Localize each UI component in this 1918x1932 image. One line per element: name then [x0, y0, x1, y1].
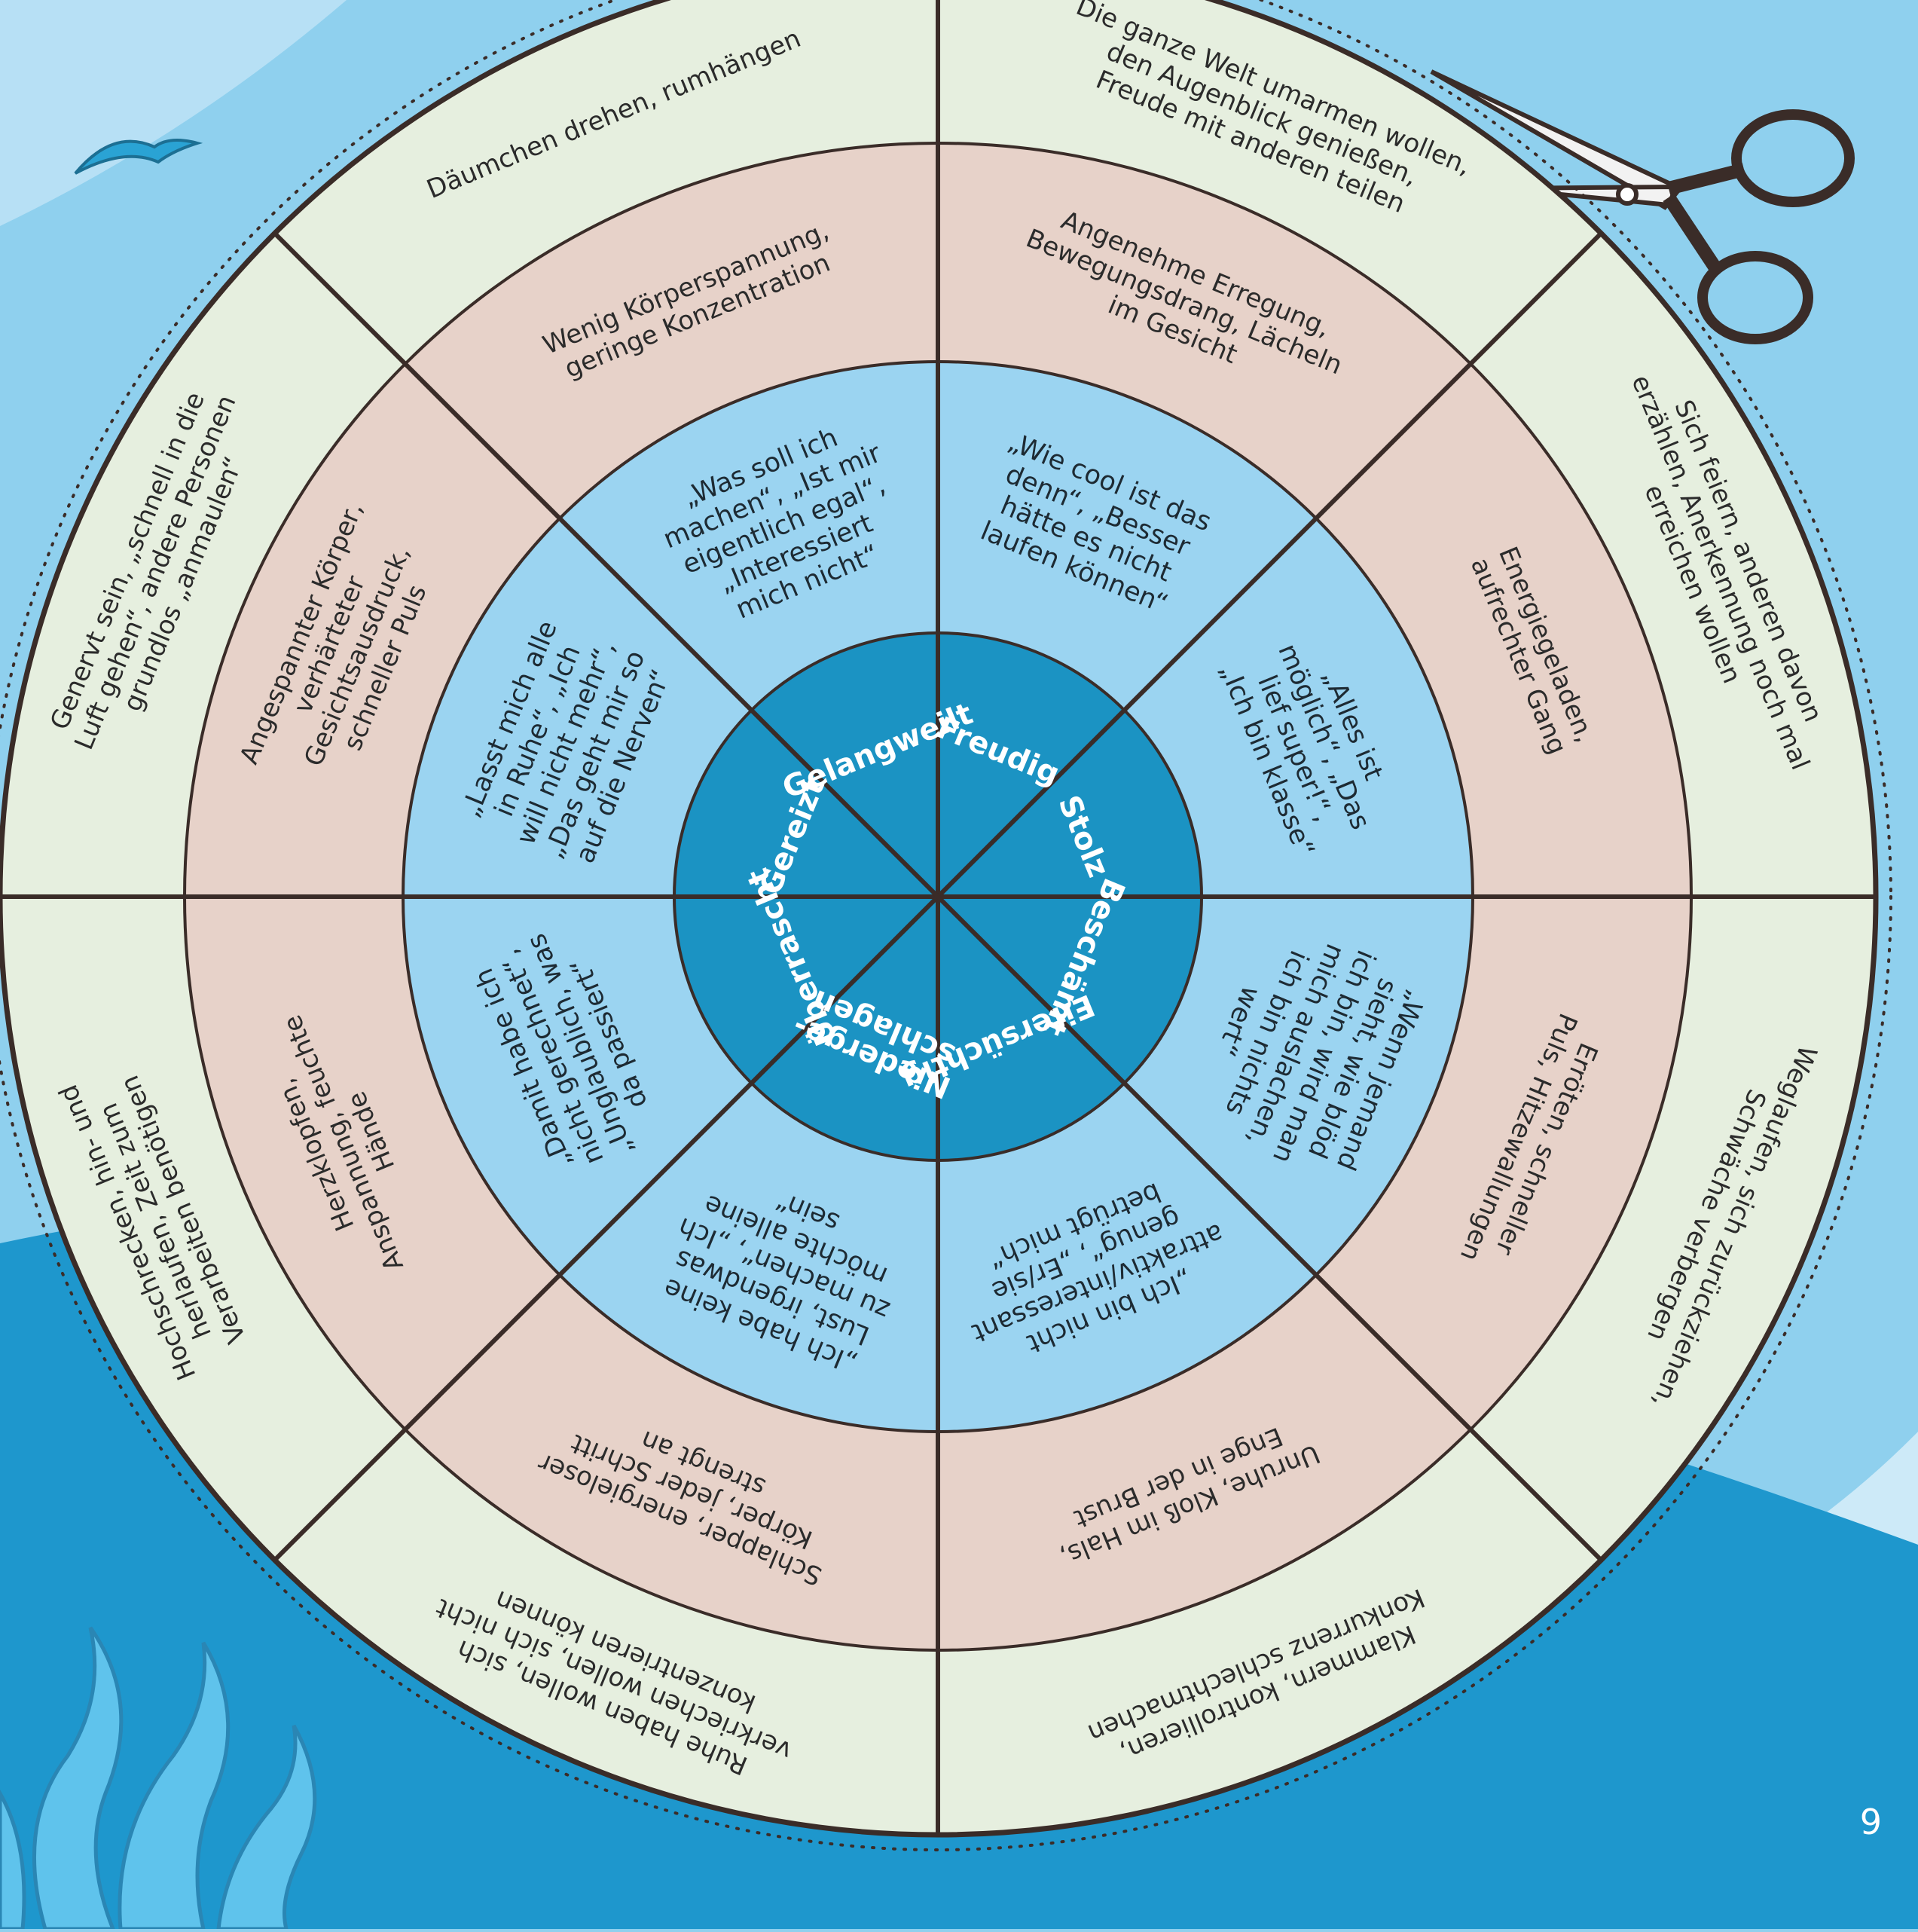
scissors-icon: [1430, 69, 1855, 344]
page-number: 9: [1859, 1802, 1882, 1842]
sky-light-arc: [0, 0, 347, 226]
cut-line: [0, 0, 1892, 1851]
sector-divider: [273, 231, 1603, 1562]
label-thought-4: „Wenn jemandsieht, wie blödich bin, wird…: [1180, 910, 1438, 1191]
wheel-dividers: [0, 0, 1876, 1835]
seaweed-icon: [0, 1626, 317, 1931]
seagull-icon: [74, 139, 203, 175]
